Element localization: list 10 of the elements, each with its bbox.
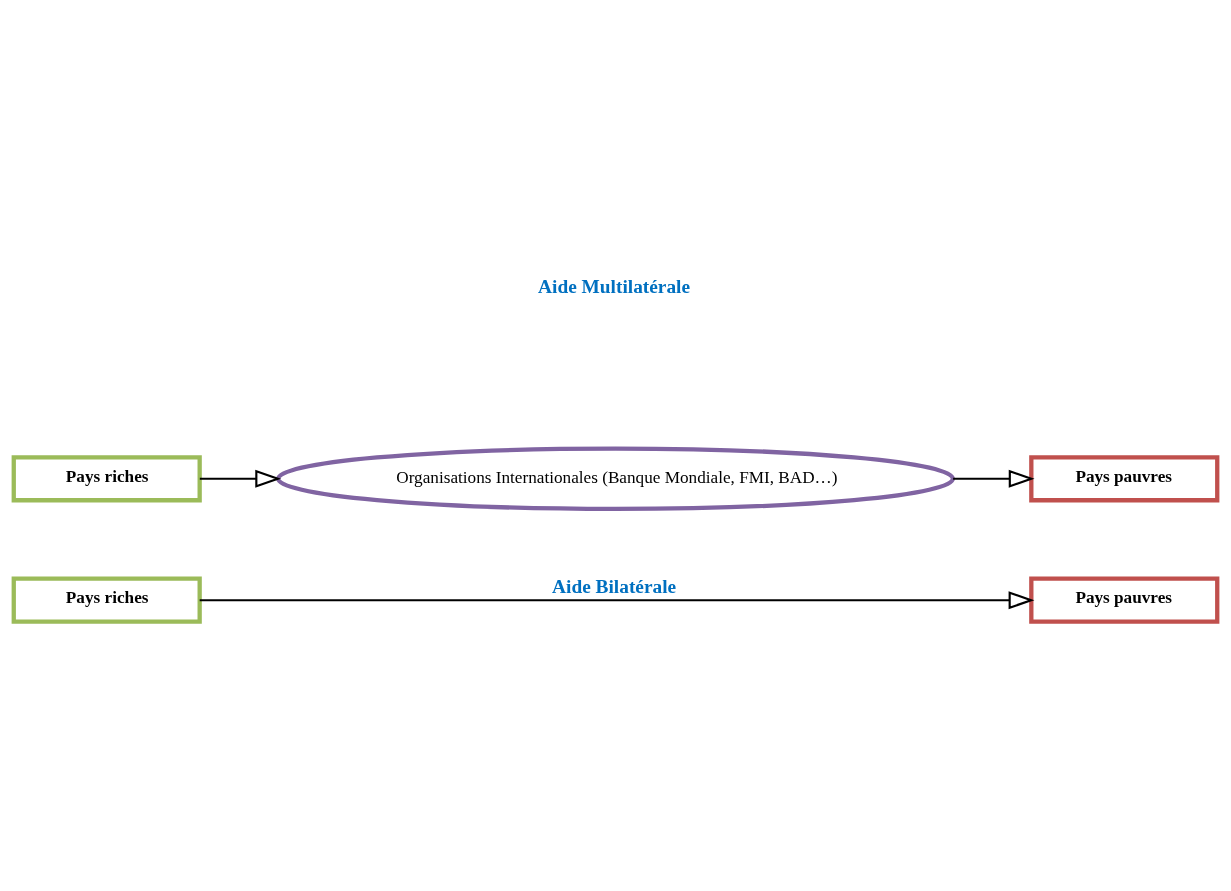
arrow — [953, 469, 1035, 488]
label: Aide Multilatérale — [538, 275, 691, 297]
arrow — [199, 469, 282, 488]
node-box: Pays riches — [11, 576, 202, 624]
arrow — [199, 590, 1035, 609]
node-ellipse: Organisations Internationales (Banque Mondiale, FMI, BAD…) — [276, 445, 955, 511]
node-box: Pays pauvres — [1029, 576, 1220, 624]
edge-label: Aide Bilatérale — [552, 575, 677, 597]
node-box: Pays riches — [11, 454, 202, 502]
node-box: Pays pauvres — [1029, 454, 1220, 502]
